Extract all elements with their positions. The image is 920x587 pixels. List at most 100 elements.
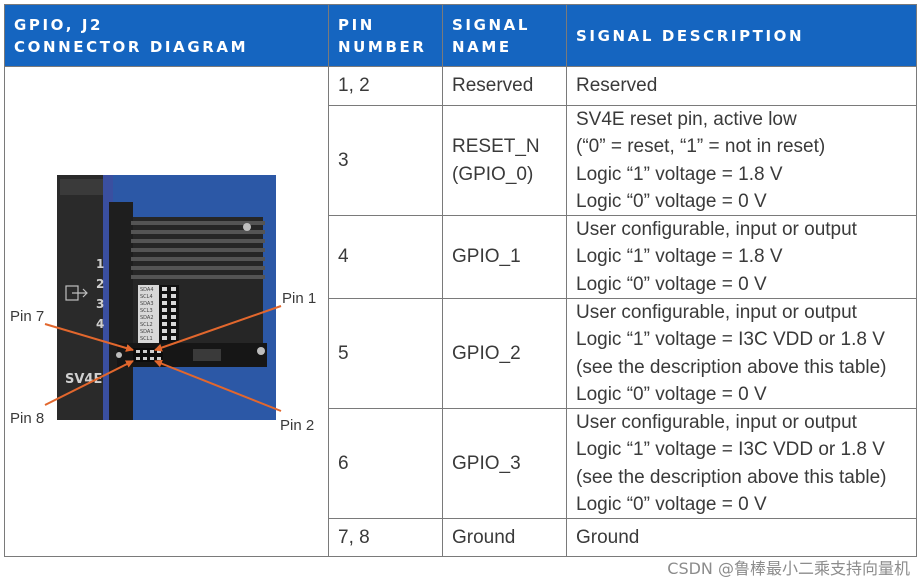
signal-name-header-line: NAME (452, 37, 512, 56)
connector-pin (171, 287, 176, 291)
connector-pin (171, 294, 176, 298)
connector-label: SCL1 (140, 336, 153, 342)
connector-label: SDA3 (140, 301, 154, 307)
signal-description-line: SV4E reset pin, active low (576, 109, 797, 131)
screw (257, 347, 265, 355)
signal-description-cell: User configurable, input or output Logic… (566, 215, 917, 299)
table-row: 3 RESET_N (GPIO_0) SV4E reset pin, activ… (5, 105, 917, 216)
heatsink-fin (131, 248, 265, 252)
connector-label: SDA1 (140, 329, 154, 335)
gpio-pin (143, 357, 147, 360)
signal-description-line: Logic “1” voltage = I3C VDD or 1.8 V (576, 329, 885, 351)
pin-callouts: Pin 7 Pin 1 Pin 8 Pin 2 (10, 290, 316, 434)
connector-pin (162, 301, 167, 305)
pin2-label: Pin 2 (280, 417, 314, 434)
port-number: 2 (96, 277, 104, 291)
signal-name-cell: Reserved (442, 66, 567, 106)
signal-description-line: Reserved (576, 75, 658, 97)
heatsink-fin (131, 257, 265, 261)
heatsink-fin (131, 239, 265, 243)
gpio-table: GPIO, J2 CONNECTOR DIAGRAM PIN NUMBER SI… (4, 4, 917, 557)
connector-label: SCL4 (140, 294, 153, 300)
pin-number: 7, 8 (338, 526, 370, 548)
signal-description-line: User configurable, input or output (576, 302, 857, 324)
signal-name-cell: RESET_N (GPIO_0) (442, 105, 567, 216)
port-number: 3 (96, 297, 104, 311)
signal-name: RESET_N (452, 136, 540, 158)
signal-description-line: User configurable, input or output (576, 412, 857, 434)
screw (243, 223, 251, 231)
pin-number: 6 (338, 452, 349, 474)
connector-pin (162, 329, 167, 333)
pin-number-header-line: NUMBER (338, 37, 427, 56)
port-number: 1 (96, 257, 104, 271)
pin-number-cell: 3 (328, 105, 443, 216)
signal-description-cell: User configurable, input or output Logic… (566, 298, 917, 409)
table-row: 5 GPIO_2 User configurable, input or out… (5, 298, 917, 409)
enclosure-edge (109, 202, 133, 420)
signal-name-cell: Ground (442, 518, 567, 557)
signal-name: GPIO_2 (452, 342, 521, 364)
signal-description-header-text: SIGNAL DESCRIPTION (576, 26, 805, 45)
watermark: CSDN @鲁棒最小二乘支持向量机 (667, 559, 910, 578)
signal-description-cell: Reserved (566, 66, 917, 106)
strap (103, 175, 113, 420)
heatsink-fin (131, 266, 265, 270)
gpio-pin (136, 350, 140, 353)
signal-name-cell: GPIO_3 (442, 408, 567, 519)
connector-pin (162, 322, 167, 326)
diagram-header-line: CONNECTOR DIAGRAM (14, 37, 249, 56)
table-row: 4 GPIO_1 User configurable, input or out… (5, 215, 917, 299)
gpio-pin (136, 357, 140, 360)
signal-name-header-line: SIGNAL (452, 15, 531, 34)
signal-description-line: (“0” = reset, “1” = not in reset) (576, 136, 826, 158)
connector-pin (171, 308, 176, 312)
table-row: 7, 8 Ground Ground (5, 518, 917, 557)
pin1-arrow (154, 305, 282, 352)
signal-description-cell: Ground (566, 518, 917, 557)
connector-label-strip (138, 285, 160, 343)
signal-name-header: SIGNAL NAME (442, 4, 567, 67)
pin-number-cell: 1, 2 (328, 66, 443, 106)
connector-pin (162, 336, 167, 340)
pin-number-cell: 4 (328, 215, 443, 299)
signal-description-cell: User configurable, input or output Logic… (566, 408, 917, 519)
pin-number-cell: 5 (328, 298, 443, 409)
pin-number-header: PIN NUMBER (328, 4, 443, 67)
heatsink-fin (131, 275, 265, 279)
signal-name: GPIO_1 (452, 246, 521, 268)
heatsink-fin (131, 230, 265, 234)
connector-pin (162, 287, 167, 291)
heatsink-fin (131, 221, 265, 225)
header-row: GPIO, J2 CONNECTOR DIAGRAM PIN NUMBER SI… (4, 4, 917, 67)
connector-pins (162, 287, 176, 340)
signal-description-line: Logic “0” voltage = 0 V (576, 273, 767, 295)
signal-description-header: SIGNAL DESCRIPTION (566, 4, 917, 67)
pin2-arrow (154, 359, 282, 412)
pin7-label: Pin 7 (10, 308, 44, 325)
connector-pin (171, 336, 176, 340)
connector-pin (171, 315, 176, 319)
heatsink-fins (131, 221, 265, 279)
pin8-label: Pin 8 (10, 410, 44, 427)
table-row: 6 GPIO_3 User configurable, input or out… (5, 408, 917, 519)
connector-pin (162, 315, 167, 319)
enclosure-highlight (60, 179, 105, 195)
connector-pin (171, 301, 176, 305)
signal-name-alias: (GPIO_0) (452, 163, 534, 185)
connector-label: SDA4 (140, 287, 154, 293)
pin8-arrow (44, 360, 134, 406)
signal-description-line: Logic “0” voltage = 0 V (576, 190, 767, 212)
pin-number-cell: 6 (328, 408, 443, 519)
gpio-pin (150, 357, 154, 360)
signal-description-line: (see the description above this table) (576, 356, 887, 378)
gpio-pin (150, 350, 154, 353)
signal-name-cell: GPIO_2 (442, 298, 567, 409)
pin-number: 3 (338, 149, 349, 171)
connector-label: SCL3 (140, 308, 153, 314)
signal-description-line: Logic “0” voltage = 0 V (576, 493, 767, 515)
gpio-connector (133, 348, 163, 362)
